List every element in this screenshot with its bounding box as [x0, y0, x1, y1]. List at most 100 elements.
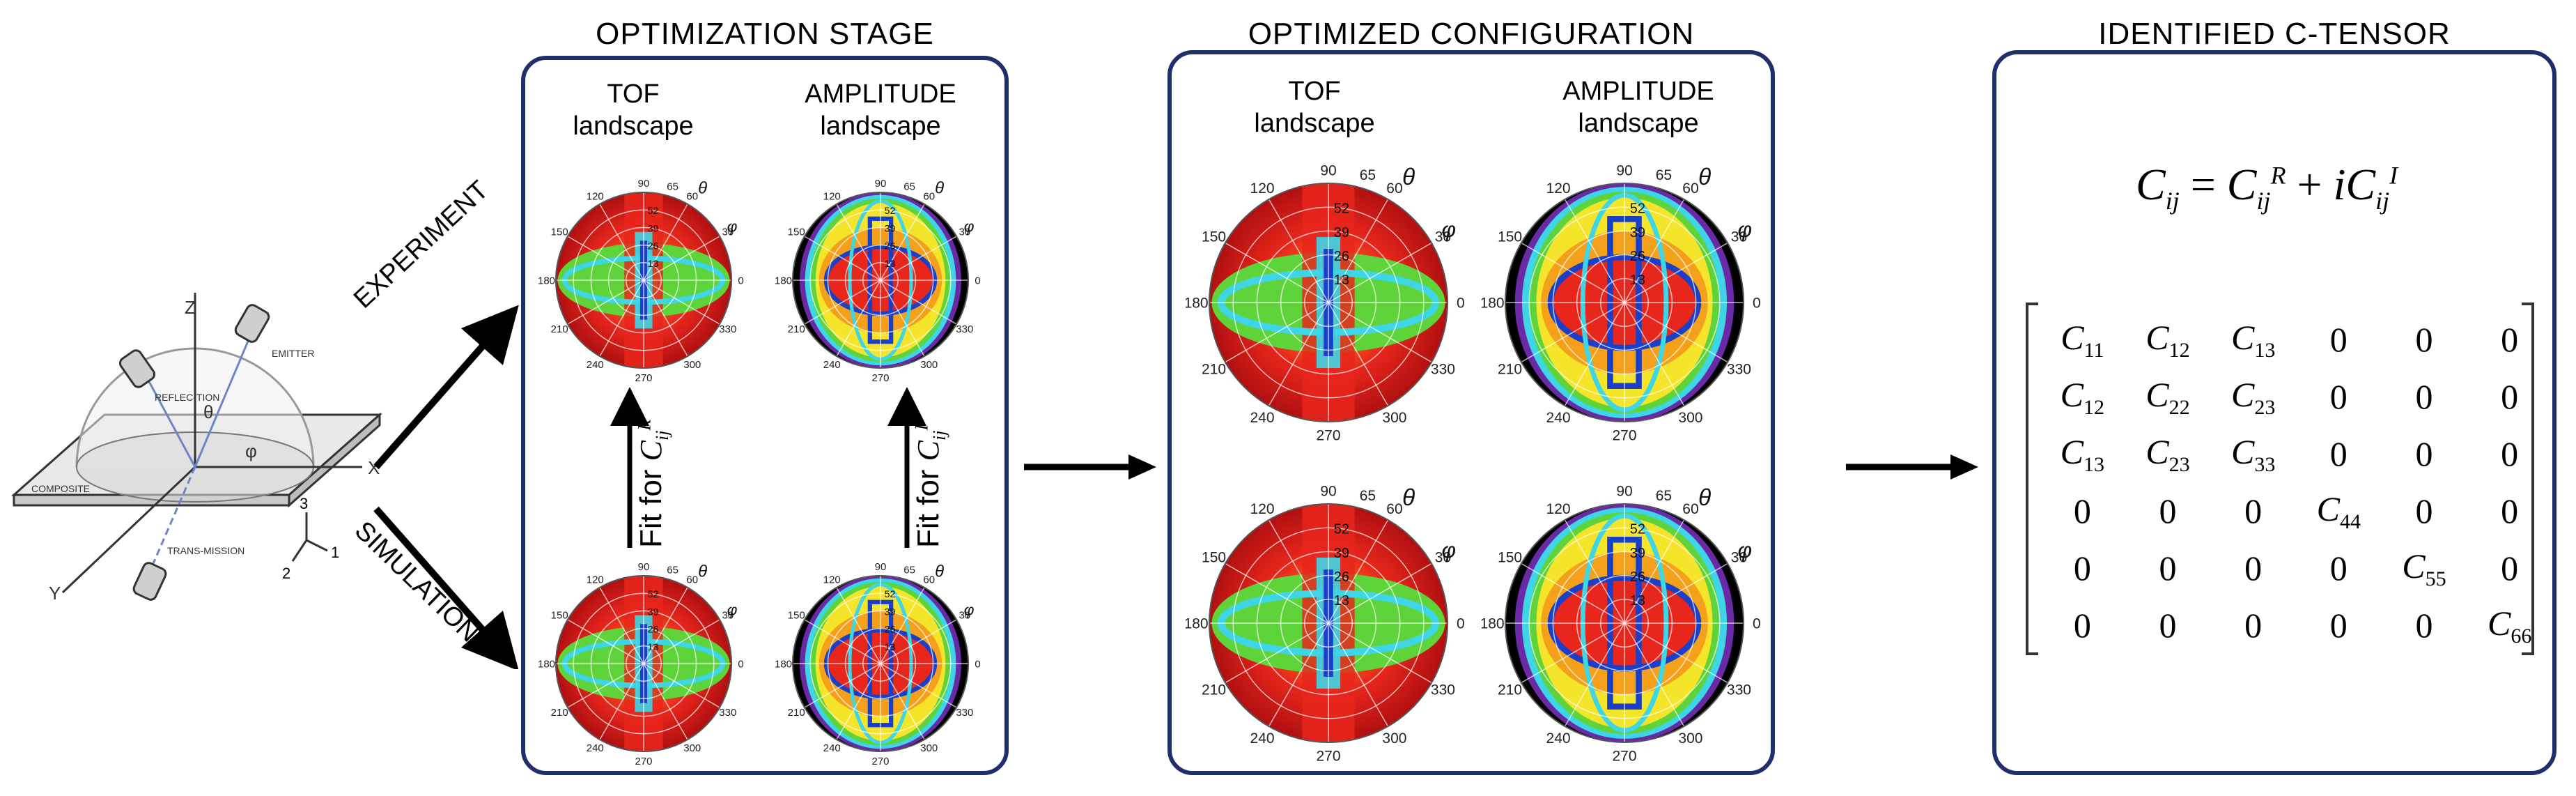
polar-angle-label: 210	[551, 707, 568, 719]
polar-angle-label: 30	[1731, 549, 1747, 565]
matrix-cell: C23	[2146, 431, 2190, 476]
phi-symbol: φ	[964, 602, 975, 619]
matrix-cell: 0	[2244, 549, 2263, 588]
polar-angle-label: 0	[738, 658, 743, 670]
polar-angle-label: 330	[719, 323, 736, 335]
polar-angle-label: 330	[1727, 361, 1751, 377]
fit-i-symbol: CijI	[911, 424, 949, 461]
transmission-transducer-icon	[132, 562, 167, 601]
axis-z-label: Z	[185, 297, 196, 318]
polar-radial-label: 39	[885, 223, 896, 234]
polar-radial-label: 65	[903, 564, 915, 576]
polar-angle-label: 150	[788, 227, 805, 238]
theta-label: θ	[203, 401, 213, 422]
polar-angle-label: 210	[1202, 361, 1226, 377]
polar-angle-label: 60	[1682, 181, 1698, 197]
theta-symbol: θ	[698, 562, 707, 581]
polar-angle-label: 210	[1498, 682, 1522, 698]
polar-angle-label: 270	[635, 756, 652, 767]
matrix-cell: 0	[2159, 549, 2177, 588]
matrix-cell: 0	[2159, 606, 2177, 645]
polar-angle-label: 120	[1250, 501, 1275, 517]
polar-angle-label: 120	[823, 190, 841, 202]
polar-radial-label: 52	[1334, 201, 1349, 217]
polar-radial-label: 65	[667, 181, 678, 192]
fit-r-symbol: CijR	[634, 419, 672, 461]
polar-angle-label: 270	[635, 372, 652, 384]
matrix-cell: 0	[2501, 434, 2519, 473]
experimental-setup-sketch: Z X Y θ φ EMITTER REFLEC-TION TRANS-MISS…	[11, 293, 382, 604]
polar-radial-label: 26	[1334, 249, 1349, 264]
matrix-cell: 0	[2329, 377, 2348, 416]
polar-angle-label: 210	[1498, 361, 1522, 377]
matrix-cell: 0	[2415, 491, 2433, 530]
polar-radial-label: 39	[1334, 546, 1349, 561]
polar-angle-label: 90	[1320, 483, 1336, 499]
polar-angle-label: 120	[823, 574, 841, 585]
theta-symbol: θ	[698, 179, 707, 198]
matrix-cell: 0	[2073, 606, 2091, 645]
polar-angle-label: 30	[959, 227, 970, 238]
polar-angle-label: 90	[638, 561, 650, 573]
phi-symbol: φ	[1441, 217, 1456, 242]
matrix-cell: C55	[2402, 546, 2446, 590]
polar-angle-label: 120	[1546, 501, 1571, 517]
polar-angle-label: 0	[1457, 615, 1465, 632]
matrix-cell: 0	[2073, 549, 2091, 588]
polar-angle-label: 180	[1186, 615, 1209, 632]
tof-label: TOF landscape	[546, 78, 720, 142]
matrix-brackets	[2026, 303, 2534, 655]
polar-radial-label: 26	[885, 625, 896, 636]
matrix-cell: C66	[2487, 603, 2532, 648]
polar-radial-label: 65	[1360, 488, 1376, 504]
polar-angle-label: 30	[1435, 229, 1451, 245]
polar-angle-label: 240	[1250, 410, 1275, 426]
fit-r-text: Fit for	[634, 469, 668, 548]
polar-angle-label: 180	[1482, 295, 1505, 311]
polar-angle-label: 180	[538, 658, 555, 670]
matrix-cell: 0	[2501, 491, 2519, 530]
amplitude-label: AMPLITUDE landscape	[1527, 75, 1750, 139]
matrix-cell: 0	[2501, 549, 2519, 588]
polar-angle-label: 330	[719, 707, 736, 719]
polar-radial-label: 26	[648, 625, 659, 636]
matrix-cell: C13	[2230, 317, 2276, 362]
polar-angle-label: 300	[1678, 730, 1702, 747]
polar-angle-label: 180	[775, 275, 792, 286]
polar-radial-label: 39	[885, 606, 896, 618]
theta-symbol: θ	[1698, 164, 1711, 190]
matrix-cell: C23	[2230, 374, 2276, 419]
polar-radial-label: 52	[885, 206, 896, 217]
identified-tensor-title: IDENTIFIED C-TENSOR	[2098, 17, 2451, 51]
polar-angle-label: 60	[686, 574, 698, 585]
polar-angle-label: 0	[1753, 615, 1761, 632]
polar-angle-label: 180	[775, 658, 792, 670]
tof-label-line1: TOF	[607, 79, 660, 109]
polar-radial-label: 13	[1630, 593, 1645, 609]
polar-radial-label: 13	[885, 259, 896, 270]
simulation-arrow	[373, 506, 519, 669]
tof-label-line1: TOF	[1288, 77, 1341, 106]
polar-radial-label: 39	[648, 223, 659, 234]
experiment-simulation-arrows	[373, 305, 519, 669]
phi-symbol: φ	[1737, 537, 1752, 562]
polar-angle-label: 120	[587, 190, 604, 202]
polar-angle-label: 150	[788, 610, 805, 622]
polar-radial-label: 26	[648, 241, 659, 252]
polar-radial-label: 26	[885, 241, 896, 252]
polar-radial-label: 39	[648, 606, 659, 618]
polar-angle-label: 150	[551, 610, 568, 622]
matrix-cell: 0	[2159, 491, 2177, 530]
polar-angle-label: 0	[975, 275, 980, 286]
polar-angle-label: 240	[823, 742, 841, 754]
polar-angle-label: 60	[1682, 501, 1698, 517]
polar-radial-label: 26	[1630, 249, 1645, 264]
polar-angle-label: 60	[923, 574, 935, 585]
